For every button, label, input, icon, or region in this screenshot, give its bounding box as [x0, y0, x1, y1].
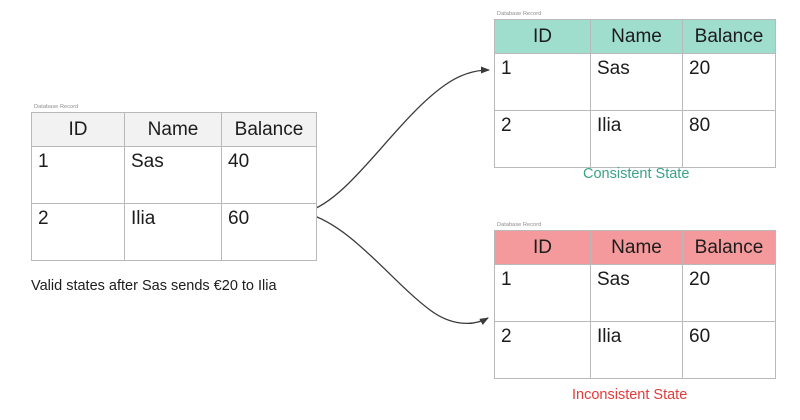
cell-id: 2: [31, 203, 125, 261]
column-header-id: ID: [31, 112, 125, 147]
column-header-id: ID: [494, 19, 591, 54]
cell-name: Ilia: [590, 110, 683, 168]
inconsistent-database-record-block: Database Record ID Name Balance 1 Sas 20: [494, 222, 776, 379]
cell-balance: 80: [682, 110, 776, 168]
consistent-table-label: Database Record: [497, 11, 542, 17]
arrow-to-inconsistent: [305, 212, 489, 325]
column-header-name: Name: [590, 230, 683, 265]
inconsistent-table-label: Database Record: [497, 222, 542, 228]
table-row: 2 Ilia 60: [494, 321, 776, 379]
cell-balance: 40: [221, 146, 317, 204]
consistent-database-table: ID Name Balance 1 Sas 20 2 Ilia 80: [494, 19, 776, 168]
inconsistent-state-caption: Inconsistent State: [572, 387, 688, 403]
cell-balance: 20: [682, 53, 776, 111]
consistent-state-caption: Consistent State: [583, 166, 690, 182]
column-header-id: ID: [494, 230, 591, 265]
cell-name: Sas: [590, 264, 683, 322]
table-row: 1 Sas 20: [494, 53, 776, 111]
cell-id: 2: [494, 321, 591, 379]
column-header-name: Name: [590, 19, 683, 54]
table-header-row: ID Name Balance: [31, 112, 317, 147]
consistent-database-record-block: Database Record ID Name Balance 1 Sas 20: [494, 11, 776, 168]
cell-balance: 60: [221, 203, 317, 261]
table-row: 2 Ilia 80: [494, 110, 776, 168]
cell-name: Sas: [590, 53, 683, 111]
cell-id: 1: [494, 53, 591, 111]
column-header-balance: Balance: [682, 230, 776, 265]
column-header-name: Name: [124, 112, 222, 147]
cell-balance: 20: [682, 264, 776, 322]
cell-id: 1: [31, 146, 125, 204]
table-row: 1 Sas 20: [494, 264, 776, 322]
cell-id: 1: [494, 264, 591, 322]
source-database-table: ID Name Balance 1 Sas 40 2 Ilia 60: [31, 112, 317, 261]
source-table-caption: Valid states after Sas sends €20 to Ilia: [31, 278, 277, 294]
table-row: 1 Sas 40: [31, 146, 317, 204]
cell-name: Ilia: [124, 203, 222, 261]
inconsistent-database-table: ID Name Balance 1 Sas 20 2 Ilia 60: [494, 230, 776, 379]
source-database-record-block: Database Record ID Name Balance 1 Sas 40: [31, 104, 317, 261]
cell-name: Ilia: [590, 321, 683, 379]
table-header-row: ID Name Balance: [494, 230, 776, 265]
column-header-balance: Balance: [221, 112, 317, 147]
arrow-to-consistent: [305, 66, 490, 213]
cell-id: 2: [494, 110, 591, 168]
cell-balance: 60: [682, 321, 776, 379]
cell-name: Sas: [124, 146, 222, 204]
source-table-label: Database Record: [34, 104, 79, 110]
column-header-balance: Balance: [682, 19, 776, 54]
table-header-row: ID Name Balance: [494, 19, 776, 54]
table-row: 2 Ilia 60: [31, 203, 317, 261]
